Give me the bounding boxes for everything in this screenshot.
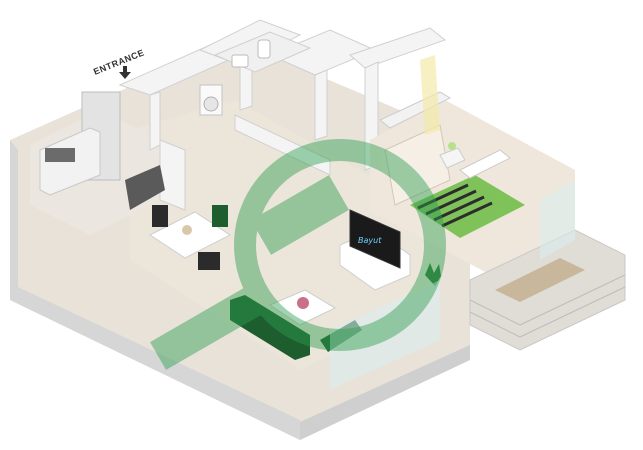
wardrobe xyxy=(384,124,451,206)
balcony-tile xyxy=(495,258,585,302)
lamp-icon xyxy=(448,142,456,150)
bayut-watermark-icon xyxy=(150,139,446,370)
dining-chair xyxy=(212,205,228,227)
nightstand xyxy=(439,147,466,169)
tv-screen-text: Bayut xyxy=(358,236,382,245)
flowers-icon xyxy=(297,297,309,309)
dining-set xyxy=(149,205,231,270)
entrance-label: ENTRANCE xyxy=(92,47,146,77)
entrance-marker: ENTRANCE xyxy=(92,47,146,79)
sink-icon xyxy=(231,54,249,68)
toilet-icon xyxy=(257,39,271,59)
stove-icon xyxy=(45,148,75,162)
glass-partition xyxy=(330,180,575,390)
kitchen xyxy=(39,91,165,210)
television xyxy=(349,209,401,269)
bathroom xyxy=(199,31,312,116)
bedroom xyxy=(370,55,575,280)
arrow-down-icon xyxy=(119,66,131,79)
wall-light xyxy=(420,55,440,135)
pillow xyxy=(459,149,511,179)
bed xyxy=(410,175,525,238)
vase-icon xyxy=(182,225,192,235)
balcony xyxy=(469,229,626,351)
living-area-floor xyxy=(130,100,440,370)
kitchen-counter-top xyxy=(125,165,165,210)
plant-icon xyxy=(425,263,441,286)
sofa xyxy=(230,295,310,360)
dining-chair xyxy=(152,205,168,227)
dining-chair xyxy=(198,252,220,270)
